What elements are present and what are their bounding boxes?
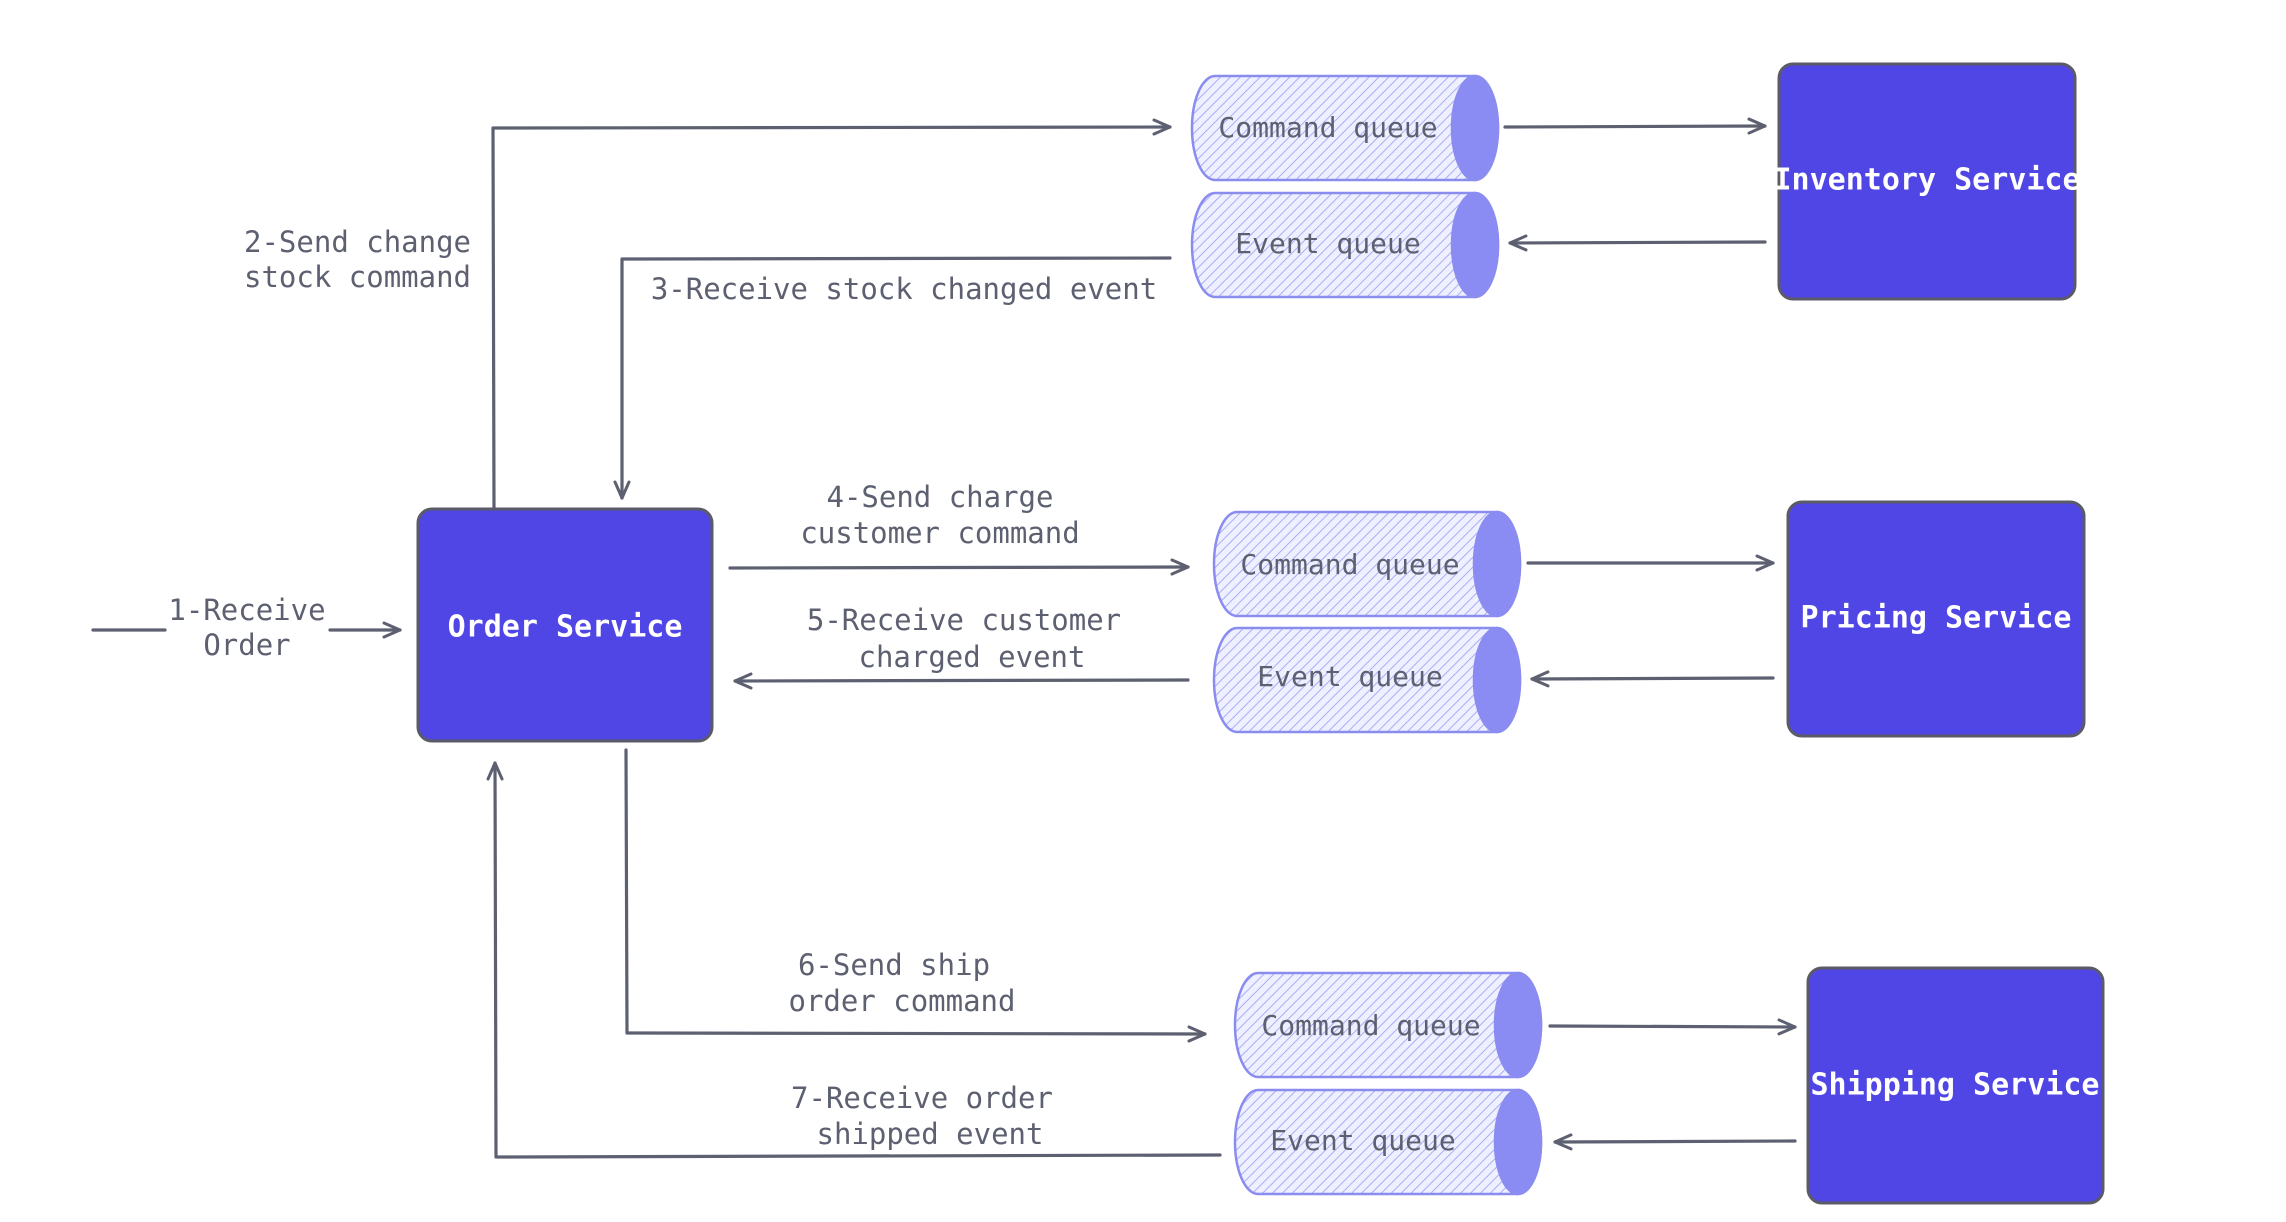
inventory-command-queue-label: Command queue bbox=[1218, 111, 1437, 144]
pricing-event-queue: Event queue bbox=[1212, 626, 1522, 734]
pricing-service-label: Pricing Service bbox=[1801, 601, 2072, 636]
step7-label-line1: 7-Receive order bbox=[791, 1081, 1053, 1115]
edge-send-change-stock bbox=[491, 118, 1172, 510]
step5-label-line2: charged event bbox=[859, 640, 1086, 674]
edge-receive-customer-charged bbox=[733, 672, 1190, 690]
edge-pricing-service-to-event bbox=[1530, 670, 1775, 688]
shipping-event-queue-label: Event queue bbox=[1270, 1124, 1455, 1157]
order-service-label: Order Service bbox=[448, 610, 683, 645]
inventory-service-label: Inventory Service bbox=[1773, 163, 2080, 198]
step6-label-line1: 6-Send ship bbox=[798, 948, 990, 982]
shipping-event-queue: Event queue bbox=[1233, 1088, 1543, 1196]
edge-receive-order-shipped bbox=[486, 761, 1222, 1159]
pricing-command-queue: Command queue bbox=[1212, 510, 1522, 618]
pricing-event-queue-label: Event queue bbox=[1257, 660, 1442, 693]
step4-label-line2: customer command bbox=[800, 516, 1079, 550]
step2-label-line1: 2-Send change bbox=[244, 225, 471, 259]
pricing-service-node: Pricing Service bbox=[1786, 500, 2086, 738]
inventory-command-queue: Command queue bbox=[1190, 74, 1500, 182]
edge-inventory-service-to-event bbox=[1508, 234, 1767, 252]
shipping-command-queue-label: Command queue bbox=[1261, 1009, 1480, 1042]
edge-send-ship-order bbox=[624, 748, 1207, 1043]
order-service-node: Order Service bbox=[416, 507, 714, 743]
step4-label-line1: 4-Send charge bbox=[827, 480, 1054, 514]
step1-label-line2: Order bbox=[203, 628, 290, 662]
pricing-command-queue-label: Command queue bbox=[1240, 548, 1459, 581]
step3-label: 3-Receive stock changed event bbox=[651, 272, 1157, 306]
step5-label-line1: 5-Receive customer bbox=[807, 603, 1121, 637]
step2-label-line2: stock command bbox=[244, 260, 471, 294]
edge-shipping-service-to-event bbox=[1553, 1133, 1797, 1151]
shipping-service-node: Shipping Service bbox=[1806, 966, 2105, 1205]
edge-inventory-command-to-service bbox=[1503, 117, 1767, 135]
inventory-service-node: Inventory Service bbox=[1773, 62, 2081, 301]
edge-receive-stock-changed bbox=[613, 256, 1172, 500]
step6-label-line2: order command bbox=[789, 984, 1016, 1018]
inventory-event-queue: Event queue bbox=[1190, 191, 1500, 299]
step1-label-line1: 1-Receive bbox=[168, 593, 325, 627]
shipping-command-queue: Command queue bbox=[1233, 971, 1543, 1079]
edge-send-charge-customer bbox=[728, 558, 1190, 576]
shipping-service-label: Shipping Service bbox=[1811, 1068, 2100, 1103]
inventory-event-queue-label: Event queue bbox=[1235, 227, 1420, 260]
step7-label-line2: shipped event bbox=[817, 1117, 1044, 1151]
edge-shipping-command-to-service bbox=[1548, 1018, 1797, 1036]
